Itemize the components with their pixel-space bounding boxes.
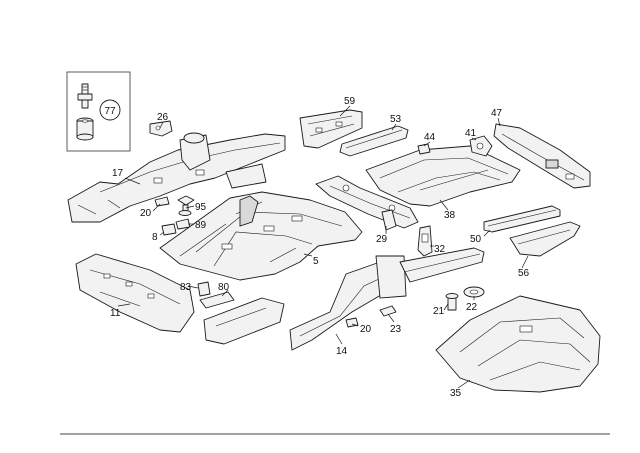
inset-detail: 77 [66,71,131,152]
callout-22: 22 [466,302,478,313]
nut-icon [76,117,94,141]
part-11-bulkhead [75,253,195,333]
callout-83: 83 [180,282,192,293]
callout-50: 50 [470,234,482,245]
callout-59: 59 [344,96,356,107]
part-5-floor-pan [159,191,363,281]
callout-47: 47 [491,108,503,119]
lower-front-plate [203,297,285,345]
part-35-rear-pan [435,295,601,393]
callout-44: 44 [424,132,436,143]
part-38-rear-floor [365,145,521,207]
callout-53: 53 [390,114,402,125]
callout-23: 23 [390,324,402,335]
parts-44-41 [417,135,493,157]
callout-20-lower: 20 [360,324,372,335]
callout-labels: 17 26 20 95 89 8 59 53 44 41 47 29 38 32… [110,96,530,399]
callout-38: 38 [444,210,456,221]
inset-badge-label: 77 [104,106,116,117]
callout-95: 95 [195,202,207,213]
part-26-bracket [149,120,173,137]
callout-17: 17 [112,168,124,179]
callout-32: 32 [434,244,446,255]
part-53-channel [339,125,409,157]
parts-21-22 [445,286,485,311]
callout-5: 5 [313,256,319,267]
center-long-rail [399,247,485,283]
callout-8: 8 [152,232,158,243]
callout-26: 26 [157,112,169,123]
inset-badge: 77 [99,99,121,121]
callout-35: 35 [450,388,462,399]
part-50-rail [483,205,561,233]
callout-89: 89 [195,220,207,231]
callout-41: 41 [465,128,477,139]
leader-lines [117,105,529,389]
parts-83-80 [197,281,235,309]
callout-56: 56 [518,268,530,279]
callout-29: 29 [376,234,388,245]
stud-bolt-icon [77,83,93,109]
part-32-bracket [417,225,433,257]
part-47-rear-rail [493,123,591,189]
callout-20: 20 [140,208,152,219]
part-14-side-rail [289,255,407,351]
part-29-cross-member [315,175,419,231]
part-59-panel [299,109,363,149]
callout-21: 21 [433,306,445,317]
part-17-side-rail [67,132,286,223]
callout-80: 80 [218,282,230,293]
part-56-rail [509,221,581,257]
callout-11: 11 [110,308,121,319]
small-fasteners [154,195,195,236]
callout-14: 14 [336,346,348,357]
